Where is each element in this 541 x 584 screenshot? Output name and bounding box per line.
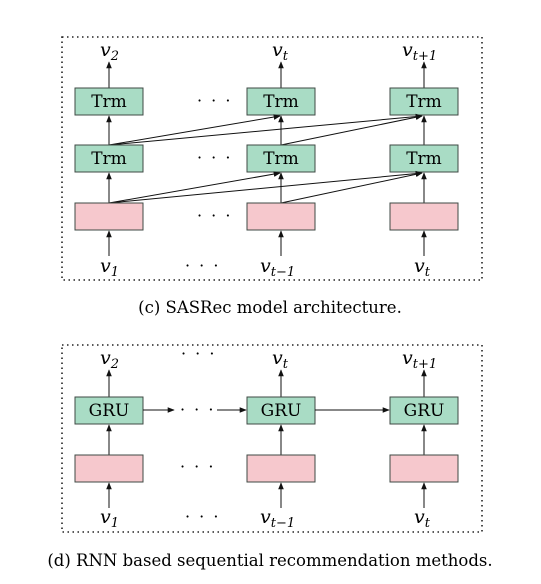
rnn-input-label-1: v1 xyxy=(100,506,119,531)
sasrec-trm-top-1 xyxy=(74,87,144,116)
rnn-output-label-1: v2 xyxy=(100,347,119,372)
rnn-gru-2 xyxy=(246,396,316,425)
rnn-embedding-2 xyxy=(246,454,316,483)
rnn-gru-3 xyxy=(389,396,459,425)
sasrec-trm-mid-1-label: Trm xyxy=(91,149,127,169)
sasrec-trm-top-1-label: Trm xyxy=(91,92,127,112)
rnn-output-label-3: vt+1 xyxy=(402,347,437,372)
sasrec-input-label-1: v1 xyxy=(100,255,119,280)
sasrec-frame xyxy=(61,36,483,281)
sasrec-dots-mid: · · · xyxy=(197,148,232,167)
sasrec-trm-top-3-label: Trm xyxy=(406,92,442,112)
sasrec-trm-mid-3 xyxy=(389,144,459,173)
sasrec-trm-top-2 xyxy=(246,87,316,116)
sasrec-input-label-2: vt−1 xyxy=(260,255,295,280)
rnn-gru-3-label: GRU xyxy=(404,401,445,421)
rnn-input-label-3: vt xyxy=(414,506,431,531)
rnn-embedding-3 xyxy=(389,454,459,483)
sasrec-input-label-3: vt xyxy=(414,255,431,280)
rnn-input-label-2: vt−1 xyxy=(260,506,295,531)
sasrec-trm-mid-2 xyxy=(246,144,316,173)
rnn-gru-1 xyxy=(74,396,144,425)
rnn-gru-2-label: GRU xyxy=(261,401,302,421)
sasrec-dots-emb: · · · xyxy=(197,206,232,225)
rnn-dots-gru: · · · xyxy=(180,400,215,419)
sasrec-embedding-2 xyxy=(246,202,316,231)
arrow-trm-mid-1-to-top-2 xyxy=(108,114,281,146)
rnn-dots-emb: · · · xyxy=(180,457,215,476)
sasrec-output-label-1: v2 xyxy=(100,39,119,64)
sasrec-trm-mid-1 xyxy=(74,144,144,173)
sasrec-trm-top-2-label: Trm xyxy=(263,92,299,112)
arrow-emb-1-to-mid-2 xyxy=(108,171,281,204)
sasrec-trm-mid-3-label: Trm xyxy=(406,149,442,169)
sasrec-dots-input: · · · xyxy=(185,256,220,275)
sasrec-embedding-1 xyxy=(74,202,144,231)
arrow-emb-1-to-mid-3 xyxy=(108,170,423,204)
arrow-trm-mid-1-to-top-3 xyxy=(108,113,423,146)
rnn-gru-1-label: GRU xyxy=(89,401,130,421)
sasrec-output-label-2: vt xyxy=(272,39,289,64)
sasrec-trm-mid-2-label: Trm xyxy=(263,149,299,169)
sasrec-dots-top: · · · xyxy=(197,91,232,110)
arrow-emb-2-to-mid-3 xyxy=(280,171,423,204)
rnn-caption: (d) RNN based sequential recommendation … xyxy=(47,551,492,570)
sasrec-output-label-3: vt+1 xyxy=(402,39,437,64)
rnn-frame xyxy=(61,344,483,533)
rnn-output-label-2: vt xyxy=(272,347,289,372)
rnn-embedding-1 xyxy=(74,454,144,483)
rnn-dots-output: · · · xyxy=(181,344,216,363)
sasrec-embedding-3 xyxy=(389,202,459,231)
sasrec-caption: (c) SASRec model architecture. xyxy=(138,298,402,317)
sasrec-trm-top-3 xyxy=(389,87,459,116)
rnn-dots-input: · · · xyxy=(185,507,220,526)
arrow-trm-mid-2-to-top-3 xyxy=(280,114,423,146)
